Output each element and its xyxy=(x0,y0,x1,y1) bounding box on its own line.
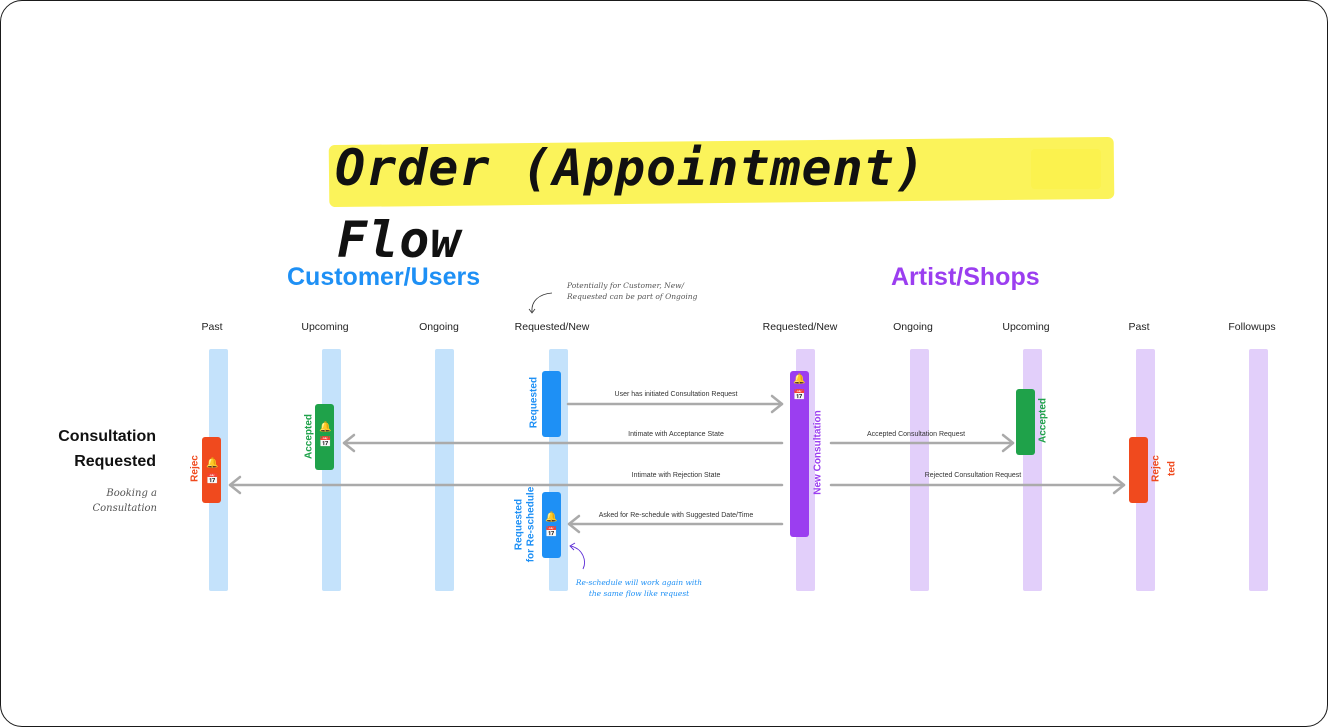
reschedule-note-line1: Re-schedule will work again with xyxy=(575,578,703,587)
diagram-title: Order (Appointment) xyxy=(335,139,926,197)
block-customer-rejected xyxy=(202,437,221,503)
text-customer-reschedule-2: for Re-schedule xyxy=(525,486,537,563)
text-customer-reschedule-1: Requested xyxy=(513,498,525,551)
col-artist-past: Past xyxy=(1128,321,1150,333)
booking-note: Booking a Consultation xyxy=(41,486,157,516)
bell-icon: 🔔 xyxy=(793,374,806,385)
calendar-icon: 📅 xyxy=(319,437,332,448)
col-customer-past: Past xyxy=(201,321,223,333)
text-customer-rejected: Rejec xyxy=(189,455,201,482)
title-highlight-scribble xyxy=(1031,149,1101,189)
lane-artist-followups xyxy=(1249,349,1268,591)
col-artist-upcoming: Upcoming xyxy=(1002,321,1050,333)
label-rejected-request: Rejected Consultation Request xyxy=(924,472,1022,479)
bell-icon: 🔔 xyxy=(319,422,332,433)
booking-note-line1: Booking a xyxy=(106,488,157,499)
block-customer-reschedule xyxy=(542,492,561,558)
lane-customer-ongoing xyxy=(435,349,454,591)
lane-artist-ongoing xyxy=(910,349,929,591)
text-artist-accepted: Accepted xyxy=(1037,398,1049,444)
col-artist-ongoing: Ongoing xyxy=(893,321,933,333)
bell-icon: 🔔 xyxy=(206,458,219,469)
col-customer-upcoming: Upcoming xyxy=(301,321,349,333)
col-artist-followups: Followups xyxy=(1228,321,1276,333)
block-customer-requested xyxy=(542,371,561,437)
text-customer-accepted: Accepted xyxy=(303,414,315,460)
text-artist-rejected-1: Rejec xyxy=(1150,455,1162,482)
text-artist-rejected-2: ted xyxy=(1166,461,1178,476)
section-artist: Artist/Shops xyxy=(891,263,1040,291)
label-accepted-request: Accepted Consultation Request xyxy=(866,431,966,438)
calendar-icon: 📅 xyxy=(545,527,558,538)
consultation-label-line2: Requested xyxy=(74,453,156,470)
calendar-icon: 📅 xyxy=(206,474,219,485)
ongoing-note: Potentially for Customer, New/ Requested… xyxy=(567,280,697,302)
text-artist-new-consultation: New Consultation xyxy=(812,410,824,495)
reschedule-note-pointer xyxy=(570,545,585,570)
block-artist-new-consultation xyxy=(790,371,809,537)
reschedule-note: Re-schedule will work again with the sam… xyxy=(569,577,709,599)
label-intimate-accept: Intimate with Acceptance State xyxy=(628,431,724,438)
diagram-title-line2: Flow xyxy=(337,211,462,269)
ongoing-note-line2: Requested can be part of Ongoing xyxy=(567,292,698,301)
block-artist-rejected xyxy=(1129,437,1148,503)
col-customer-requested: Requested/New xyxy=(514,321,590,333)
label-reschedule: Asked for Re-schedule with Suggested Dat… xyxy=(598,512,754,519)
booking-note-line2: Consultation xyxy=(92,503,157,514)
label-initiated: User has initiated Consultation Request xyxy=(614,391,738,398)
consultation-label-line1: Consultation xyxy=(58,428,156,445)
text-customer-requested: Requested xyxy=(528,376,540,429)
ongoing-note-line1: Potentially for Customer, New/ xyxy=(567,281,685,290)
block-customer-accepted xyxy=(315,404,334,470)
label-intimate-reject: Intimate with Rejection State xyxy=(631,472,721,479)
col-customer-ongoing: Ongoing xyxy=(419,321,459,333)
block-artist-accepted xyxy=(1016,389,1035,455)
calendar-icon: 📅 xyxy=(793,390,806,401)
col-artist-requested: Requested/New xyxy=(762,321,838,333)
section-customer: Customer/Users xyxy=(287,263,481,291)
reschedule-note-line2: the same flow like request xyxy=(588,589,690,598)
bell-icon: 🔔 xyxy=(545,512,558,523)
ongoing-note-pointer xyxy=(531,292,553,313)
